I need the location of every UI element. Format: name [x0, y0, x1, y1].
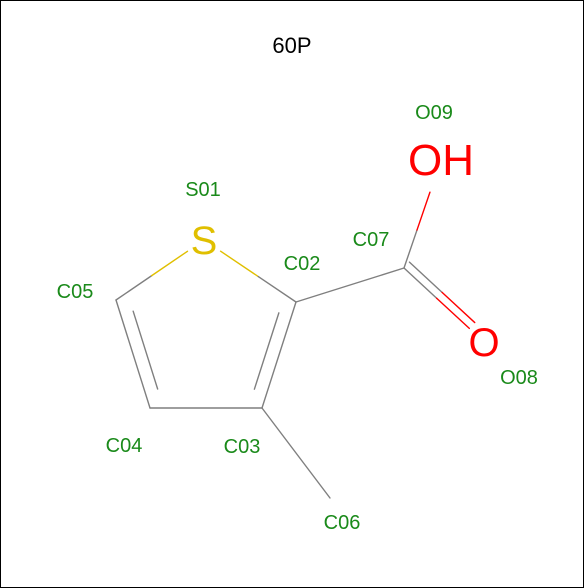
bond-c04-c05 [115, 299, 151, 409]
bond-s01-c02-half-a [219, 250, 259, 278]
atom-label-c06: C06 [324, 512, 361, 534]
element-symbol-o09: OH [408, 136, 474, 185]
bond-c05-s01-half-a [115, 274, 153, 301]
element-symbols-layer: S O OH [191, 136, 500, 365]
bonds-layer [115, 191, 476, 499]
bond-c07-o08-half-b [435, 297, 471, 330]
atom-label-o09: O09 [415, 102, 453, 124]
bond-s01-c02-half-b [257, 275, 297, 303]
bond-c07-o09-half-b [416, 191, 431, 231]
molecule-title: 60P [272, 33, 311, 58]
bond-c02-c03-inner [253, 312, 280, 390]
bond-c07-o09-half-a [403, 229, 418, 269]
atom-label-c07: C07 [353, 229, 390, 251]
atom-label-s01: S01 [185, 179, 221, 201]
atom-label-c05: C05 [57, 281, 94, 303]
bond-c07-o08-second-half-a [408, 261, 443, 294]
atom-label-c04: C04 [106, 435, 143, 457]
element-symbol-s01: S [191, 219, 218, 263]
bond-c07-o08-half-a [403, 267, 438, 299]
element-symbol-o08: O [468, 321, 499, 365]
bond-c04-c05-inner [132, 310, 159, 390]
atom-label-c02: C02 [284, 253, 321, 275]
bond-c07-o08-second-half-b [441, 291, 476, 324]
bond-c03-c06 [261, 407, 331, 499]
atom-label-c03: C03 [224, 436, 261, 458]
bond-c02-c03 [261, 301, 297, 409]
bond-c02-c07 [295, 267, 405, 303]
atom-label-o08: O08 [500, 367, 538, 389]
bond-c05-s01-half-b [151, 250, 189, 277]
